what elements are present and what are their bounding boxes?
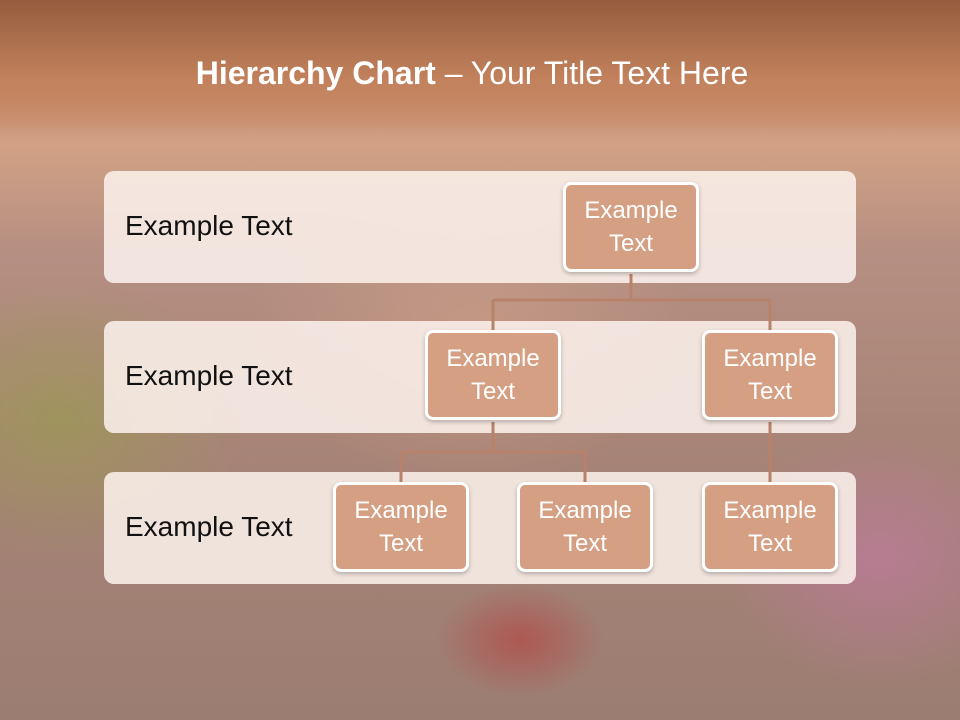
- node-root[interactable]: Example Text: [563, 182, 699, 272]
- level-label-1: Example Text: [125, 210, 293, 241]
- node-root-label: Example Text: [584, 197, 678, 257]
- node-level3-c-label: Example Text: [723, 497, 817, 557]
- level-label-2: Example Text: [125, 360, 293, 391]
- level-label-3: Example Text: [125, 511, 293, 542]
- node-level3-b[interactable]: Example Text: [517, 482, 653, 572]
- node-level2-right-label: Example Text: [723, 345, 817, 405]
- title-rest: Your Title Text Here: [470, 55, 749, 91]
- node-level3-a-label: Example Text: [354, 497, 448, 557]
- node-level3-c[interactable]: Example Text: [702, 482, 838, 572]
- title-bold: Hierarchy Chart: [195, 55, 436, 91]
- title-banner: [0, 0, 960, 135]
- node-level3-a[interactable]: Example Text: [333, 482, 469, 572]
- node-level2-left-label: Example Text: [446, 345, 540, 405]
- title-dash: –: [435, 55, 471, 91]
- node-level2-left[interactable]: Example Text: [425, 330, 561, 420]
- level-band-1: [104, 171, 856, 283]
- node-level2-right[interactable]: Example Text: [702, 330, 838, 420]
- slide-title: Hierarchy Chart – Your Title Text Here: [0, 55, 944, 92]
- node-level3-b-label: Example Text: [538, 497, 632, 557]
